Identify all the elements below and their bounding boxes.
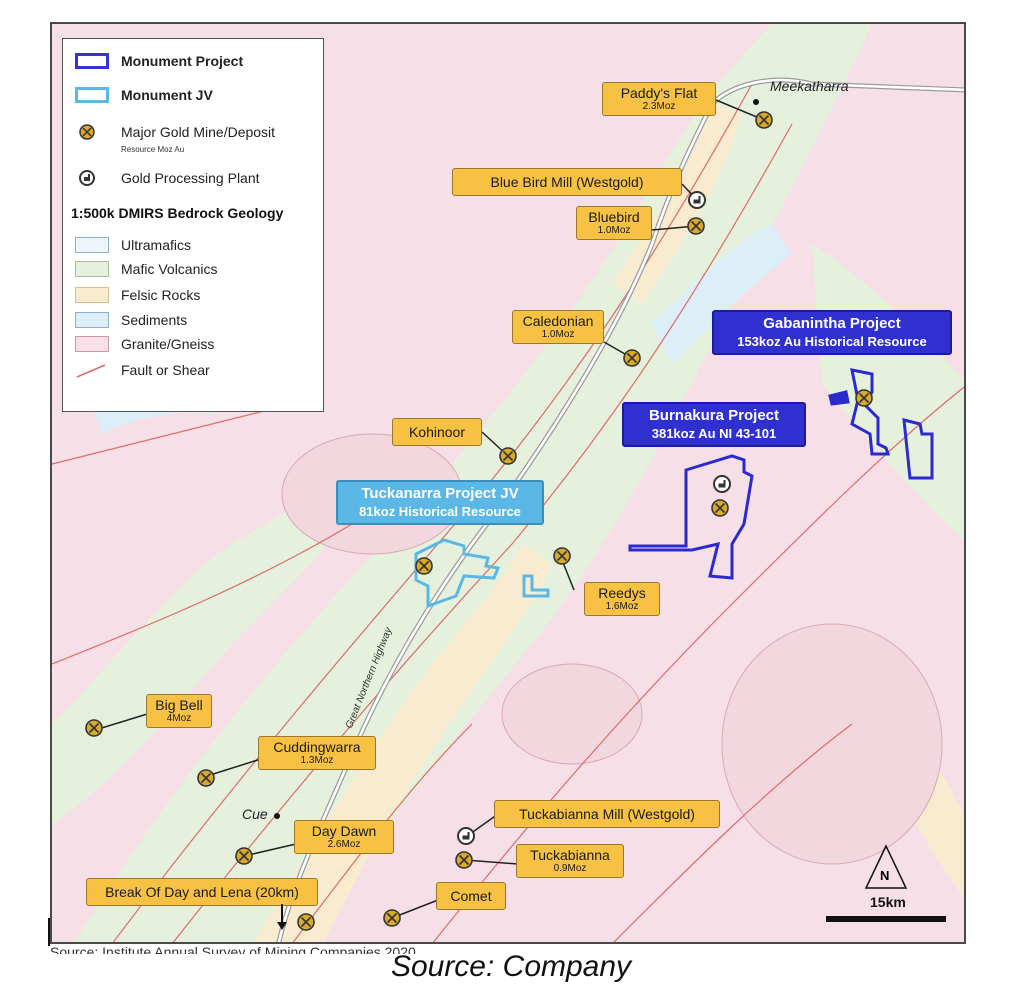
- felsic-swatch: [75, 287, 109, 303]
- deposit-name: Tuckabianna Mill (Westgold): [519, 806, 695, 822]
- legend-label: Sediments: [121, 312, 188, 328]
- deposit-label-kohinoor[interactable]: Kohinoor: [392, 418, 482, 447]
- gold-deposit-icon: [79, 124, 95, 140]
- deposit-label-cuddingwarra[interactable]: Cuddingwarra 1.3Moz: [258, 736, 376, 770]
- deposit-label-reedys[interactable]: Reedys 1.6Moz: [584, 582, 660, 616]
- scale-label: 15km: [870, 894, 906, 910]
- deposit-value: 1.0Moz: [597, 225, 631, 237]
- deposit-value: 2.3Moz: [642, 101, 676, 113]
- deposit-name: Cuddingwarra: [273, 739, 361, 755]
- monument-project-swatch: [75, 53, 109, 69]
- deposit-label-big-bell[interactable]: Big Bell 4Moz: [146, 694, 212, 728]
- deposit-name: Day Dawn: [311, 823, 377, 839]
- legend-sublabel: Resource Moz Au: [121, 145, 185, 154]
- processing-plant-icon: [79, 170, 95, 186]
- deposit-label-day-dawn[interactable]: Day Dawn 2.6Moz: [294, 820, 394, 854]
- deposit-label-tuckabianna-mill[interactable]: Tuckabianna Mill (Westgold): [494, 800, 720, 829]
- legend-label: Felsic Rocks: [121, 287, 201, 303]
- deposit-value: 2.6Moz: [327, 839, 361, 851]
- deposit-label-caledonian[interactable]: Caledonian 1.0Moz: [512, 310, 604, 344]
- legend-item-fault: Fault or Shear: [75, 361, 210, 379]
- legend-label: Mafic Volcanics: [121, 261, 218, 277]
- legend-item-felsic-rocks: Felsic Rocks: [75, 287, 200, 303]
- deposit-label-comet[interactable]: Comet: [436, 882, 506, 911]
- deposit-name: Reedys: [598, 585, 646, 601]
- footer-cut-label: Source: Institute Annual Survey of Minin…: [50, 944, 416, 954]
- legend-label: Monument Project: [121, 53, 244, 69]
- project-name: Gabanintha Project: [763, 315, 901, 332]
- project-name: Burnakura Project: [648, 407, 780, 424]
- legend-label: Fault or Shear: [121, 362, 210, 378]
- deposit-name: Comet: [450, 888, 492, 904]
- project-value: 81koz Historical Resource: [359, 503, 521, 519]
- project-label-burnakura[interactable]: Burnakura Project 381koz Au NI 43-101: [622, 402, 806, 447]
- monument-jv-swatch: [75, 87, 109, 103]
- project-label-tuckanarra[interactable]: Tuckanarra Project JV 81koz Historical R…: [336, 480, 544, 525]
- deposit-value: 4Moz: [166, 713, 192, 725]
- deposit-value: 0.9Moz: [553, 863, 587, 875]
- legend-item-ultramafics: Ultramafics: [75, 237, 191, 253]
- footer-cut-text: Source: Institute Annual Survey of Minin…: [50, 944, 650, 954]
- edge-mark: [48, 918, 50, 946]
- legend-label: Monument JV: [121, 87, 213, 103]
- ultramafics-swatch: [75, 237, 109, 253]
- deposit-name: Bluebird: [588, 209, 640, 225]
- granite-swatch: [75, 336, 109, 352]
- project-label-gabanintha[interactable]: Gabanintha Project 153koz Au Historical …: [712, 310, 952, 355]
- deposit-label-bluebird[interactable]: Bluebird 1.0Moz: [576, 206, 652, 240]
- project-value: 381koz Au NI 43-101: [651, 425, 777, 441]
- source-caption: Source: Company: [390, 950, 632, 983]
- legend-item-monument-project: Monument Project: [75, 53, 243, 69]
- deposit-value: 1.3Moz: [300, 755, 334, 767]
- town-cue: Cue: [242, 806, 268, 822]
- legend-item-monument-jv: Monument JV: [75, 87, 213, 103]
- deposit-name: Big Bell: [155, 697, 203, 713]
- north-label: N: [880, 868, 890, 883]
- legend-label: Gold Processing Plant: [121, 170, 260, 186]
- deposit-name: Caledonian: [522, 313, 594, 329]
- deposit-label-blue-bird-mill[interactable]: Blue Bird Mill (Westgold): [452, 168, 682, 197]
- legend-item-major-mine: Major Gold Mine/Deposit: [75, 123, 275, 141]
- legend-label: Ultramafics: [121, 237, 192, 253]
- deposit-name: Blue Bird Mill (Westgold): [490, 174, 644, 190]
- project-name: Tuckanarra Project JV: [361, 485, 519, 502]
- scale-bar: [826, 916, 946, 922]
- deposit-label-break-of-day[interactable]: Break Of Day and Lena (20km): [86, 878, 318, 907]
- deposit-name: Tuckabianna: [530, 847, 610, 863]
- legend-item-granite: Granite/Gneiss: [75, 336, 214, 352]
- legend-item-mafic-volcanics: Mafic Volcanics: [75, 261, 217, 277]
- legend-item-processing-plant: Gold Processing Plant: [75, 169, 260, 187]
- deposit-name: Break Of Day and Lena (20km): [105, 884, 299, 900]
- legend: Monument Project Monument JV Major Gold …: [62, 38, 324, 412]
- deposit-label-tuckabianna[interactable]: Tuckabianna 0.9Moz: [516, 844, 624, 878]
- legend-item-sediments: Sediments: [75, 312, 187, 328]
- legend-heading: 1:500k DMIRS Bedrock Geology: [71, 205, 284, 221]
- fault-line-icon: [76, 364, 106, 378]
- deposit-value: 1.0Moz: [541, 329, 575, 341]
- legend-label: Major Gold Mine/Deposit: [121, 124, 276, 140]
- legend-label: Granite/Gneiss: [121, 336, 215, 352]
- deposit-name: Kohinoor: [408, 424, 466, 440]
- project-value: 153koz Au Historical Resource: [737, 333, 927, 349]
- sediments-swatch: [75, 312, 109, 328]
- deposit-name: Paddy's Flat: [620, 85, 698, 101]
- mafic-swatch: [75, 261, 109, 277]
- map-frame: Monument Project Monument JV Major Gold …: [50, 22, 966, 944]
- town-meekatharra: Meekatharra: [770, 78, 849, 94]
- deposit-label-paddys-flat[interactable]: Paddy's Flat 2.3Moz: [602, 82, 716, 116]
- deposit-value: 1.6Moz: [605, 601, 639, 613]
